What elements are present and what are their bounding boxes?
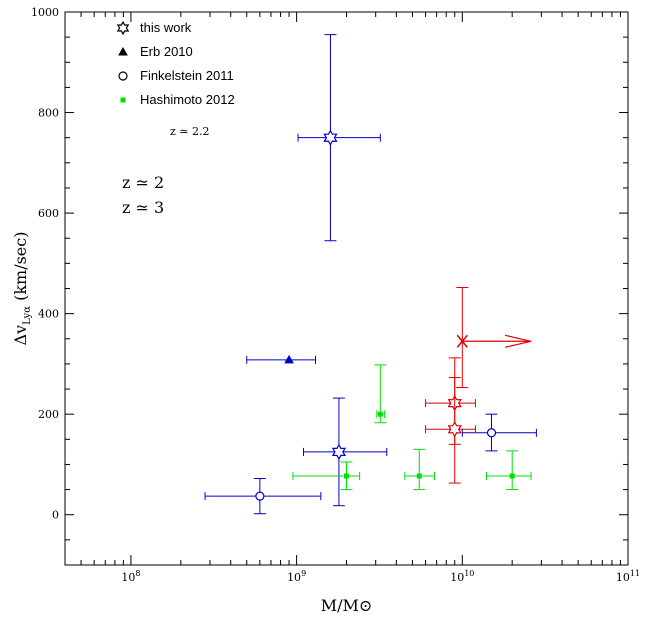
- square-marker: [377, 411, 383, 417]
- x-marker: [456, 334, 468, 348]
- x-tick-label: 1010: [450, 569, 474, 584]
- legend-redshift-note: z ≃ 3: [122, 198, 164, 217]
- star-marker: [323, 129, 338, 146]
- circle-marker: [118, 71, 128, 81]
- square-marker: [344, 473, 349, 479]
- y-tick-label: 200: [38, 408, 59, 421]
- x-tick-label: 1011: [616, 569, 640, 584]
- y-tick-label: 1000: [31, 6, 59, 19]
- x-axis-label: M/M⊙: [321, 596, 373, 615]
- legend-label: Hashimoto 2012: [140, 92, 235, 107]
- legend-label: Erb 2010: [140, 44, 193, 59]
- square-marker: [509, 473, 515, 479]
- triangle-marker: [118, 46, 128, 56]
- circle-marker: [255, 491, 265, 501]
- star-marker: [331, 443, 347, 461]
- x-tick-label: 108: [121, 569, 140, 584]
- y-tick-label: 0: [52, 509, 59, 522]
- square-marker: [416, 473, 422, 479]
- legend-label: this work: [140, 20, 192, 35]
- square-marker: [120, 97, 126, 103]
- legend-redshift-note: z ≃ 2: [122, 173, 164, 192]
- y-axis-label: ΔvLyα (km/sec): [11, 232, 33, 346]
- legend-label: Finkelstein 2011: [140, 68, 234, 83]
- limit-arrow-head: [504, 334, 532, 348]
- y-tick-label: 800: [38, 107, 59, 120]
- star-marker: [447, 421, 462, 438]
- circle-marker: [486, 428, 497, 438]
- y-tick-label: 400: [38, 308, 59, 321]
- x-tick-label: 109: [287, 569, 306, 584]
- triangle-marker: [284, 354, 294, 364]
- y-tick-label: 600: [38, 207, 59, 220]
- star-marker: [116, 20, 130, 36]
- legend-z22-note: z ≃ 2.2: [170, 125, 210, 138]
